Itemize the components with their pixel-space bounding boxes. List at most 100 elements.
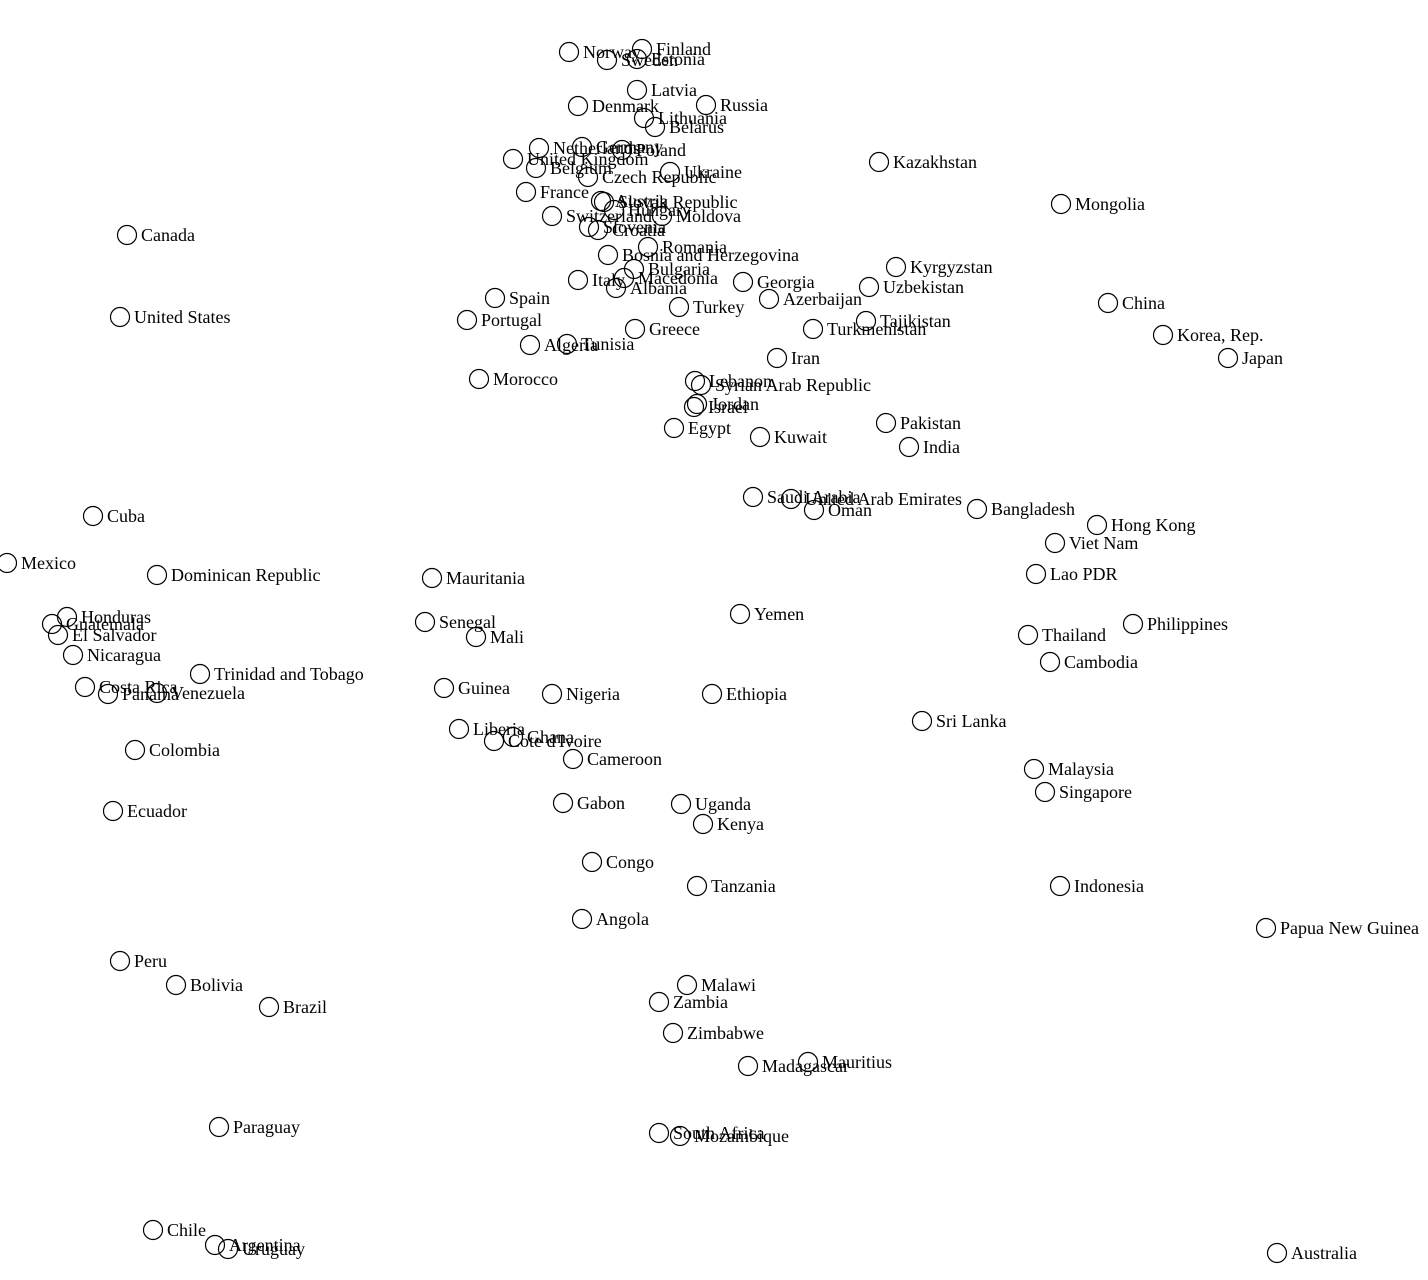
data-point-switzerland: Switzerland — [541, 205, 652, 227]
point-label: Israel — [708, 397, 748, 417]
point-marker — [571, 908, 593, 930]
point-label: Cameroon — [587, 749, 662, 769]
data-point-kazakhstan: Kazakhstan — [868, 151, 977, 173]
data-point-india: India — [898, 436, 960, 458]
data-point-philippines: Philippines — [1122, 613, 1228, 635]
data-point-guatemala: Guatemala — [41, 613, 144, 635]
point-marker — [146, 564, 168, 586]
point-marker — [562, 748, 584, 770]
point-marker — [670, 793, 692, 815]
point-label: China — [1122, 293, 1165, 313]
point-marker — [597, 244, 619, 266]
data-point-liberia: Liberia — [448, 718, 525, 740]
point-label: Mauritania — [446, 568, 525, 588]
data-point-lebanon: Lebanon — [684, 370, 772, 392]
data-point-czech-republic: Czech Republic — [577, 166, 716, 188]
data-point-indonesia: Indonesia — [1049, 875, 1144, 897]
data-point-denmark: Denmark — [567, 95, 659, 117]
point-label: Finland — [656, 39, 711, 59]
data-point-mauritania: Mauritania — [421, 567, 525, 589]
data-point-turkmenistan: Turkmenistan — [802, 318, 926, 340]
data-point-honduras: Honduras — [56, 606, 151, 628]
point-marker — [484, 287, 506, 309]
point-label: Oman — [828, 500, 872, 520]
data-point-colombia: Colombia — [124, 739, 220, 761]
data-point-congo: Congo — [581, 851, 654, 873]
data-point-moldova: Moldova — [651, 205, 741, 227]
point-label: Denmark — [592, 96, 659, 116]
point-label: Azerbaijan — [783, 289, 862, 309]
point-label: Mali — [490, 627, 524, 647]
point-label: Argentina — [229, 1235, 301, 1255]
point-marker — [663, 417, 685, 439]
point-label: Nicaragua — [87, 645, 161, 665]
data-point-thailand: Thailand — [1017, 624, 1106, 646]
point-label: United Arab Emirates — [805, 489, 962, 509]
data-point-tunisia: Tunisia — [556, 333, 634, 355]
point-marker — [468, 368, 490, 390]
point-marker — [41, 613, 63, 635]
data-point-ecuador: Ecuador — [102, 800, 187, 822]
point-marker — [651, 205, 673, 227]
data-point-israel: Israel — [683, 396, 748, 418]
point-label: Latvia — [651, 80, 697, 100]
point-marker — [695, 94, 717, 116]
point-marker — [1122, 613, 1144, 635]
point-marker — [1086, 514, 1108, 536]
point-marker — [528, 137, 550, 159]
point-label: Cuba — [107, 506, 145, 526]
data-point-macedonia: Macedonia — [613, 267, 718, 289]
point-label: Switzerland — [566, 206, 652, 226]
point-label: Ghana — [527, 727, 574, 747]
data-point-chile: Chile — [142, 1219, 206, 1241]
point-marker — [648, 1122, 670, 1144]
point-label: Tajikistan — [880, 311, 951, 331]
data-point-poland: Poland — [611, 139, 686, 161]
point-label: Saudi Arabia — [767, 487, 860, 507]
point-marker — [1023, 758, 1045, 780]
point-label: Algeria — [544, 335, 598, 355]
point-marker — [749, 426, 771, 448]
data-point-estonia: Estonia — [626, 48, 705, 70]
point-marker — [611, 139, 633, 161]
point-marker — [858, 276, 880, 298]
point-marker — [556, 333, 578, 355]
point-label: Lithuania — [658, 108, 727, 128]
data-point-mauritius: Mauritius — [797, 1051, 892, 1073]
data-point-japan: Japan — [1217, 347, 1283, 369]
point-marker — [898, 436, 920, 458]
point-marker — [662, 1022, 684, 1044]
data-point-belarus: Belarus — [644, 116, 724, 138]
point-marker — [701, 683, 723, 705]
point-label: Spain — [509, 288, 550, 308]
point-marker — [47, 624, 69, 646]
point-marker — [541, 205, 563, 227]
point-marker — [766, 347, 788, 369]
data-point-egypt: Egypt — [663, 417, 731, 439]
point-marker — [1025, 563, 1047, 585]
point-label: Morocco — [493, 369, 558, 389]
point-marker — [648, 991, 670, 1013]
point-label: Jordan — [711, 394, 759, 414]
point-marker — [102, 800, 124, 822]
data-point-azerbaijan: Azerbaijan — [758, 288, 862, 310]
data-point-nicaragua: Nicaragua — [62, 644, 161, 666]
data-point-spain: Spain — [484, 287, 550, 309]
data-point-saudi-arabia: Saudi Arabia — [742, 486, 860, 508]
point-marker — [613, 267, 635, 289]
point-label: Gabon — [577, 793, 625, 813]
point-label: Hungary — [628, 200, 691, 220]
point-marker — [587, 219, 609, 241]
data-point-united-arab-emirates: United Arab Emirates — [780, 488, 962, 510]
point-marker — [1266, 1242, 1288, 1264]
data-point-peru: Peru — [109, 950, 167, 972]
point-marker — [515, 181, 537, 203]
data-point-morocco: Morocco — [468, 368, 558, 390]
point-marker — [577, 166, 599, 188]
point-marker — [519, 334, 541, 356]
point-label: Paraguay — [233, 1117, 300, 1137]
data-point-bosnia-and-herzegovina: Bosnia and Herzegovina — [597, 244, 799, 266]
data-point-algeria: Algeria — [519, 334, 598, 356]
point-marker — [1044, 532, 1066, 554]
